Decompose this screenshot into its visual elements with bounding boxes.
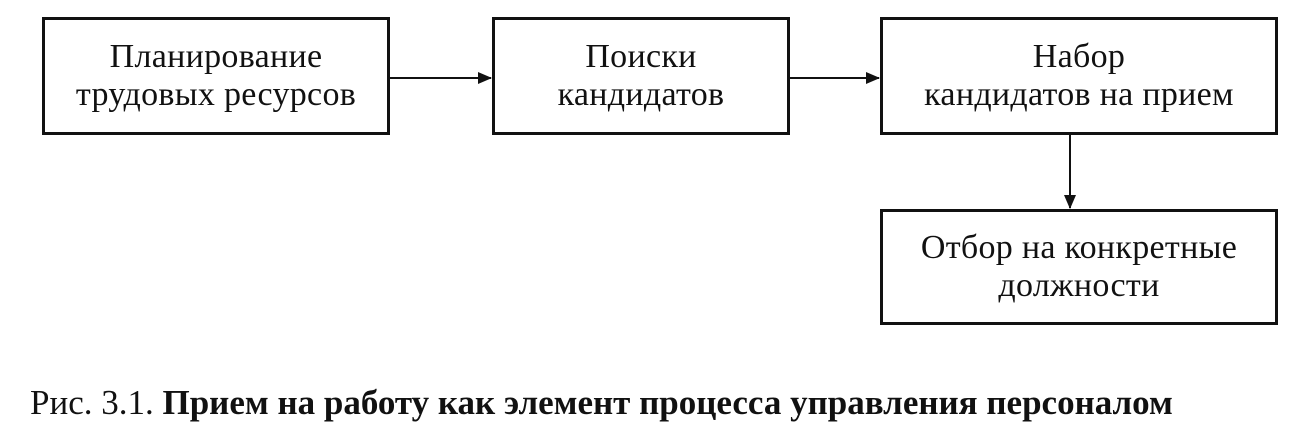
box-label-line: Планирование [109, 38, 323, 75]
figure-title: Прием на работу как элемент процесса упр… [162, 383, 1173, 422]
box-label-line: Отбор на конкретные [920, 229, 1238, 266]
figure-caption: Рис. 3.1. Прием на работу как элемент пр… [30, 383, 1300, 423]
box-label-line: Набор [1032, 38, 1126, 75]
box-label-line: должности [998, 267, 1160, 304]
figure-number: Рис. 3.1. [30, 383, 154, 422]
box-candidate-recruitment: Набор кандидатов на прием [880, 17, 1278, 135]
box-label-line: Поиски [585, 38, 697, 75]
box-workforce-planning: Планирование трудовых ресурсов [42, 17, 390, 135]
box-candidate-search: Поиски кандидатов [492, 17, 790, 135]
box-label-line: кандидатов на прием [924, 76, 1234, 113]
box-label-line: трудовых ресурсов [75, 76, 357, 113]
box-label-line: кандидатов [557, 76, 725, 113]
box-position-selection: Отбор на конкретные должности [880, 209, 1278, 325]
